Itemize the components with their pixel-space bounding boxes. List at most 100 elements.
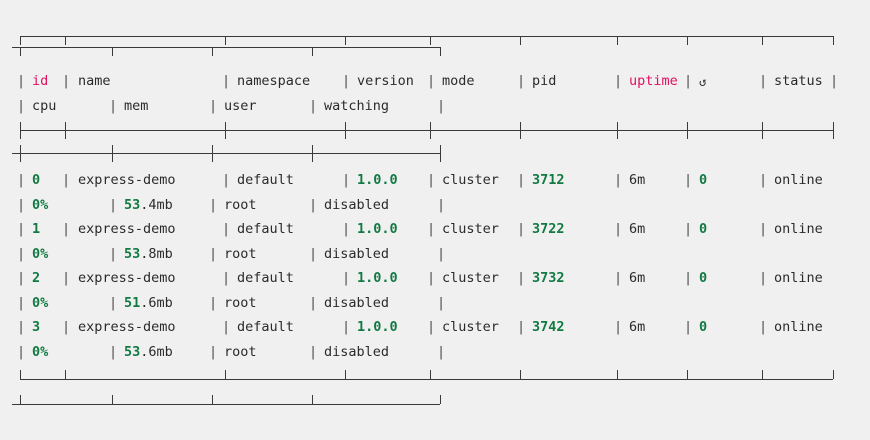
- column-separator-row3-a-3: |: [342, 319, 351, 335]
- table-rule-primary-2: [20, 379, 833, 380]
- column-header-watching[interactable]: watching: [324, 98, 390, 114]
- cell-mode: cluster: [442, 172, 499, 188]
- table-rule-secondary-0: [12, 47, 440, 48]
- column-separator-row3-a-7: |: [684, 319, 693, 335]
- column-header-status[interactable]: status: [774, 73, 823, 89]
- column-separator-row0-a-7: |: [684, 172, 693, 188]
- table-tick-primary-bot-1: [65, 370, 66, 379]
- cell-user: root: [224, 344, 257, 360]
- column-separator-row3-b-2: |: [209, 344, 218, 360]
- table-tick-secondary-mid-2: [212, 145, 213, 162]
- cell-restarts: 0: [699, 319, 708, 335]
- restart-icon[interactable]: ↺: [699, 74, 707, 89]
- column-separator-row2-a-7: |: [684, 270, 693, 286]
- column-separator-row0-b-2: |: [209, 197, 218, 213]
- cell-pid: 3742: [532, 319, 565, 335]
- column-separator-row1-a-1: |: [62, 221, 71, 237]
- column-separator-row2-a-4: |: [427, 270, 436, 286]
- cell-cpu: 0%: [32, 295, 49, 311]
- column-separator-row0-b-1: |: [109, 197, 118, 213]
- table-tick-primary-top-8: [762, 36, 763, 45]
- table-tick-primary-bot-8: [762, 370, 763, 379]
- cell-status: online: [774, 221, 823, 237]
- cell-mode: cluster: [442, 319, 499, 335]
- column-separator-row0-b-0: |: [17, 197, 26, 213]
- table-rule-primary-0: [20, 36, 833, 37]
- column-separator-header1-2: |: [222, 73, 231, 89]
- cell-restarts: 0: [699, 270, 708, 286]
- table-tick-secondary-mid-1: [112, 145, 113, 162]
- column-separator-row3-a-1: |: [62, 319, 71, 335]
- cell-id: 3: [32, 319, 41, 335]
- cell-namespace: default: [237, 319, 294, 335]
- cell-status: online: [774, 270, 823, 286]
- cell-user: root: [224, 295, 257, 311]
- table-tick-secondary-bot-4: [440, 395, 441, 404]
- column-header-uptime[interactable]: uptime: [629, 73, 678, 89]
- cell-pid: 3722: [532, 221, 565, 237]
- column-separator-header2-4: |: [437, 98, 446, 114]
- column-separator-header2-0: |: [17, 98, 26, 114]
- cell-name: express-demo: [78, 270, 176, 286]
- column-header-cpu[interactable]: cpu: [32, 98, 57, 114]
- column-separator-row2-a-6: |: [614, 270, 623, 286]
- column-separator-row0-a-5: |: [517, 172, 526, 188]
- column-header-name[interactable]: name: [78, 73, 111, 89]
- column-separator-row1-b-4: |: [437, 246, 446, 262]
- cell-watching: disabled: [324, 344, 390, 360]
- table-tick-primary-mid-2: [225, 122, 226, 139]
- column-separator-row2-b-3: |: [309, 295, 318, 311]
- cell-mem: 53.6mb: [124, 344, 173, 360]
- cell-mem: 51.6mb: [124, 295, 173, 311]
- table-tick-primary-mid-1: [65, 122, 66, 139]
- cell-version: 1.0.0: [357, 221, 398, 237]
- column-separator-row2-a-8: |: [759, 270, 768, 286]
- column-separator-row1-a-3: |: [342, 221, 351, 237]
- column-separator-row3-a-2: |: [222, 319, 231, 335]
- column-separator-row2-a-1: |: [62, 270, 71, 286]
- column-separator-row0-a-0: |: [17, 172, 26, 188]
- table-rule-primary-1: [20, 130, 833, 131]
- column-separator-row0-a-8: |: [759, 172, 768, 188]
- column-separator-row2-b-4: |: [437, 295, 446, 311]
- column-header-mem[interactable]: mem: [124, 98, 149, 114]
- table-tick-secondary-mid-0: [20, 145, 21, 162]
- column-header-namespace[interactable]: namespace: [237, 73, 311, 89]
- table-tick-secondary-top-2: [212, 47, 213, 56]
- cell-mode: cluster: [442, 221, 499, 237]
- cell-id: 1: [32, 221, 41, 237]
- table-tick-primary-top-7: [687, 36, 688, 45]
- table-tick-primary-bot-6: [617, 370, 618, 379]
- table-rule-secondary-1: [12, 153, 440, 154]
- column-separator-row2-a-3: |: [342, 270, 351, 286]
- cell-mode: cluster: [442, 270, 499, 286]
- table-tick-primary-top-1: [65, 36, 66, 45]
- column-separator-header2-2: |: [209, 98, 218, 114]
- column-header-version[interactable]: version: [357, 73, 414, 89]
- column-separator-row2-b-0: |: [17, 295, 26, 311]
- cell-watching: disabled: [324, 246, 390, 262]
- table-tick-primary-mid-9: [833, 122, 834, 139]
- cell-mem: 53.4mb: [124, 197, 173, 213]
- column-header-user[interactable]: user: [224, 98, 257, 114]
- cell-namespace: default: [237, 221, 294, 237]
- column-header-mode[interactable]: mode: [442, 73, 475, 89]
- column-separator-row1-a-0: |: [17, 221, 26, 237]
- cell-version: 1.0.0: [357, 319, 398, 335]
- column-header-id[interactable]: id: [32, 73, 49, 89]
- column-separator-header1-5: |: [517, 73, 526, 89]
- cell-watching: disabled: [324, 197, 390, 213]
- cell-pid: 3732: [532, 270, 565, 286]
- table-tick-primary-mid-5: [520, 122, 521, 139]
- cell-uptime: 6m: [629, 319, 646, 335]
- column-separator-row0-b-4: |: [437, 197, 446, 213]
- column-separator-row2-a-2: |: [222, 270, 231, 286]
- table-tick-primary-bot-3: [345, 370, 346, 379]
- column-separator-row3-b-4: |: [437, 344, 446, 360]
- table-tick-secondary-mid-4: [440, 145, 441, 162]
- column-separator-row1-a-7: |: [684, 221, 693, 237]
- column-separator-row1-a-2: |: [222, 221, 231, 237]
- column-header-pid[interactable]: pid: [532, 73, 557, 89]
- column-separator-row2-b-1: |: [109, 295, 118, 311]
